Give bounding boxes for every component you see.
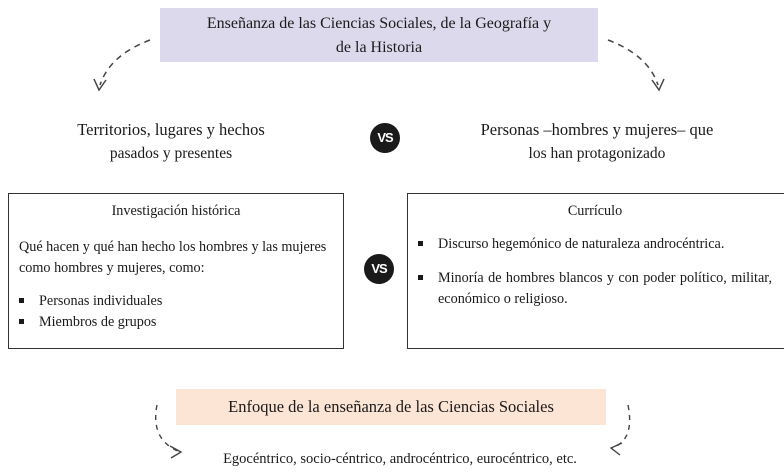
list-item-text: Minoría de hombres blancos y con poder p…: [438, 270, 772, 307]
list-item: Minoría de hombres blancos y con poder p…: [418, 268, 772, 310]
curriculum-list: Discurso hegemónico de naturaleza androc…: [418, 234, 772, 310]
list-item-text: Miembros de grupos: [39, 314, 157, 330]
bullet-icon: [19, 298, 24, 303]
research-box: Investigación histórica Qué hacen y qué …: [8, 193, 344, 349]
vs-badge-middle: VS: [364, 254, 394, 284]
left-topic: Territorios, lugares y hechos pasados y …: [46, 118, 296, 166]
right-topic: Personas –hombres y mujeres– que los han…: [462, 118, 732, 166]
main-title-line2: de la Historia: [335, 39, 423, 56]
research-paragraph: Qué hacen y qué han hecho los hombres y …: [19, 239, 327, 276]
research-list: Personas individuales Miembros de grupos: [19, 291, 333, 333]
vs-badge-top: VS: [370, 123, 400, 153]
right-topic-line1: Personas –hombres y mujeres– que: [480, 120, 714, 139]
list-item: Discurso hegemónico de naturaleza androc…: [418, 234, 772, 255]
list-item: Personas individuales: [19, 291, 333, 312]
arrow-title-to-right: [607, 39, 659, 86]
curriculum-box: Currículo Discurso hegemónico de natural…: [407, 193, 784, 349]
main-title: Enseñanza de las Ciencias Sociales, de l…: [160, 8, 598, 62]
research-heading: Investigación histórica: [111, 203, 241, 219]
bullet-icon: [418, 275, 423, 280]
right-topic-line2: los han protagonizado: [528, 145, 666, 162]
left-topic-line2: pasados y presentes: [109, 145, 233, 162]
bullet-icon: [19, 319, 24, 324]
focus-examples: Egocéntrico, socio-céntrico, androcéntri…: [223, 451, 577, 467]
arrow-focus-right: [611, 404, 631, 449]
list-item: Miembros de grupos: [19, 312, 333, 333]
arrow-focus-left: [155, 404, 181, 453]
arrow-title-to-left: [99, 39, 151, 86]
curriculum-heading: Currículo: [567, 203, 623, 219]
focus-title: Enfoque de la enseñanza de las Ciencias …: [176, 389, 606, 425]
main-title-line1: Enseñanza de las Ciencias Sociales, de l…: [206, 15, 552, 32]
left-topic-line1: Territorios, lugares y hechos: [77, 120, 265, 139]
list-item-text: Discurso hegemónico de naturaleza androc…: [438, 236, 725, 252]
bullet-icon: [418, 241, 423, 246]
list-item-text: Personas individuales: [39, 293, 163, 309]
